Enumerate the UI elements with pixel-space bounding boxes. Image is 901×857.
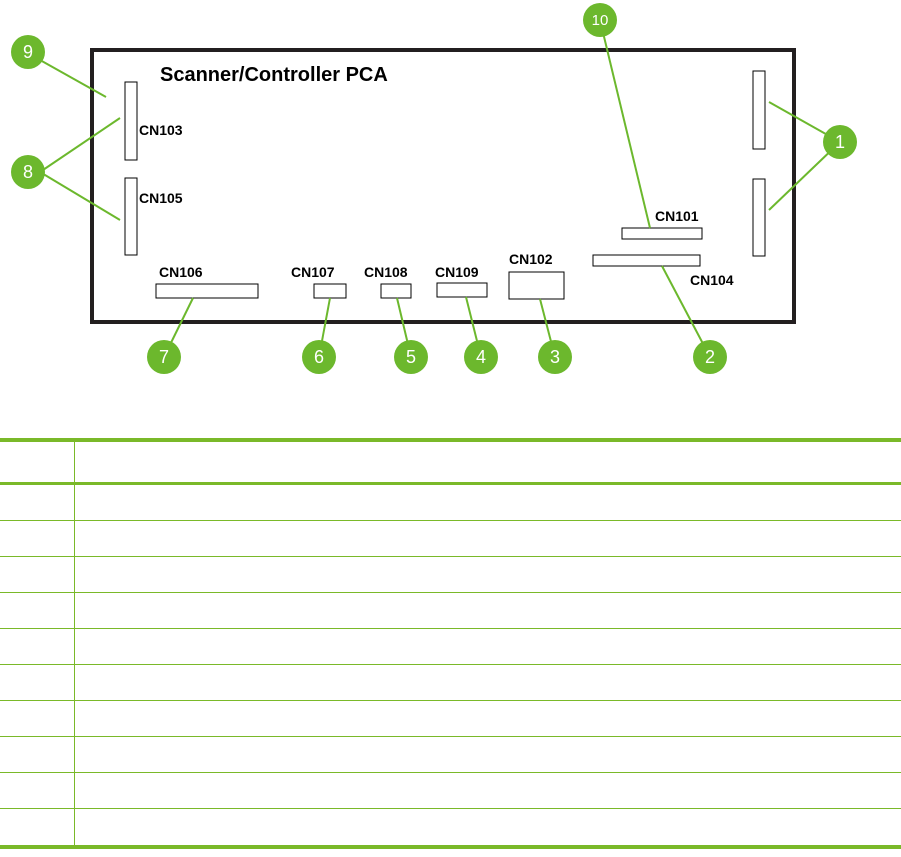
leader-2: [661, 265, 711, 358]
legend-row-description: [75, 773, 901, 808]
callout-label-10: 10: [592, 12, 609, 29]
legend-row-description: [75, 701, 901, 736]
legend-bottom-rule: [0, 845, 901, 849]
board-outline: [90, 48, 796, 324]
label-cn105: CN105: [139, 190, 183, 206]
legend-row: [0, 665, 901, 701]
label-cn108: CN108: [364, 264, 408, 280]
callout-6: [302, 340, 336, 374]
legend-header-item: [0, 442, 75, 482]
connector-cn101: [621, 227, 703, 240]
callout-label-8: 8: [23, 162, 33, 182]
callout-9: [11, 35, 45, 69]
legend-row-description: [75, 665, 901, 700]
label-cn102: CN102: [509, 251, 553, 267]
connector-cn108: [380, 283, 412, 299]
pca-diagram: Scanner/Controller PCA CN103 CN105 CN106…: [11, 3, 857, 374]
legend-header-row: [0, 442, 901, 482]
connector-right-upper: [752, 70, 766, 150]
legend-row-description: [75, 593, 901, 628]
legend-row-item: [0, 521, 75, 556]
connector-cn107: [313, 283, 347, 299]
callout-label-5: 5: [406, 347, 416, 367]
connector-cn104: [592, 254, 701, 267]
legend-row-item: [0, 701, 75, 736]
connector-cn103: [124, 81, 138, 161]
label-cn104: CN104: [690, 272, 734, 288]
callout-8: [11, 155, 45, 189]
callout-label-7: 7: [159, 347, 169, 367]
leader-8-upper: [39, 117, 121, 173]
label-cn107: CN107: [291, 264, 335, 280]
callout-label-9: 9: [23, 42, 33, 62]
legend-table: [0, 438, 901, 849]
callout-4: [464, 340, 498, 374]
callout-label-1: 1: [835, 132, 845, 152]
connector-cn106: [155, 283, 259, 299]
label-cn103: CN103: [139, 122, 183, 138]
callout-1: [823, 125, 857, 159]
connector-cn109: [436, 282, 488, 298]
callout-label-4: 4: [476, 347, 486, 367]
legend-row: [0, 809, 901, 845]
callout-3: [538, 340, 572, 374]
callout-label-3: 3: [550, 347, 560, 367]
leader-9: [39, 59, 107, 98]
label-cn109: CN109: [435, 264, 479, 280]
legend-row-item: [0, 737, 75, 772]
legend-row-item: [0, 593, 75, 628]
callout-10: [583, 3, 617, 37]
legend-row-item: [0, 665, 75, 700]
legend-row-item: [0, 557, 75, 592]
legend-header-rule: [0, 482, 901, 485]
legend-row: [0, 593, 901, 629]
legend-row-description: [75, 521, 901, 556]
legend-row-description: [75, 809, 901, 845]
callout-2: [693, 340, 727, 374]
legend-row: [0, 629, 901, 665]
legend-row: [0, 557, 901, 593]
legend-row: [0, 485, 901, 521]
connector-cn105: [124, 177, 138, 256]
legend-header-description: [75, 442, 901, 482]
legend-top-rule: [0, 438, 901, 442]
legend-row: [0, 701, 901, 737]
legend-row: [0, 737, 901, 773]
callout-5: [394, 340, 428, 374]
label-cn106: CN106: [159, 264, 203, 280]
legend-row-item: [0, 629, 75, 664]
callout-7: [147, 340, 181, 374]
legend-row-description: [75, 557, 901, 592]
legend-row: [0, 521, 901, 557]
callout-label-2: 2: [705, 347, 715, 367]
legend-row-item: [0, 773, 75, 808]
connector-cn102: [508, 271, 565, 300]
legend-row-description: [75, 485, 901, 520]
legend-row-item: [0, 809, 75, 845]
legend-row: [0, 773, 901, 809]
legend-row-item: [0, 485, 75, 520]
legend-row-description: [75, 629, 901, 664]
label-cn101: CN101: [655, 208, 699, 224]
leader-10: [599, 19, 651, 229]
leader-8-lower: [39, 171, 121, 221]
legend-row-description: [75, 737, 901, 772]
connector-right-lower: [752, 178, 766, 257]
board-title: Scanner/Controller PCA: [160, 64, 388, 86]
callout-label-6: 6: [314, 347, 324, 367]
